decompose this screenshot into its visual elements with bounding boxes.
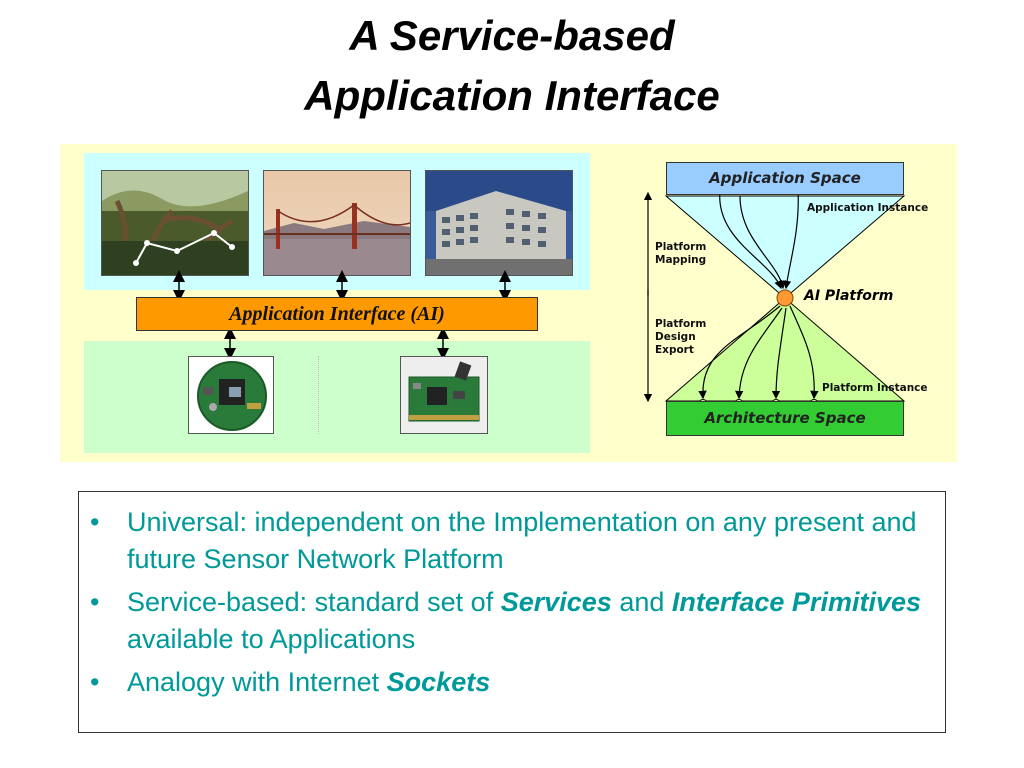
interface-primitives-emphasis: Interface Primitives: [671, 587, 921, 617]
application-interface-bar: Application Interface (AI): [136, 297, 538, 331]
slide-title-line1: A Service-based: [349, 12, 675, 59]
services-emphasis: Services: [500, 587, 612, 617]
application-instance-label: Application Instance: [807, 202, 929, 214]
bullet-universal: Universal: independent on the Implementa…: [90, 504, 935, 578]
golden-gate-bridge-photo: [263, 170, 411, 276]
bullet-list-box: Universal: independent on the Implementa…: [78, 491, 946, 733]
board-separator: [276, 356, 319, 434]
slide-title-line2: Application Interface: [304, 72, 720, 119]
architecture-space-box: Architecture Space: [666, 401, 904, 436]
sockets-emphasis: Sockets: [386, 667, 491, 697]
platform-instance-label: Platform Instance: [822, 382, 928, 394]
bullet-analogy: Analogy with Internet Sockets: [90, 664, 935, 701]
platform-mapping-label: Platform Mapping: [655, 241, 707, 266]
platform-design-export-label: Platform Design Export: [655, 318, 707, 356]
office-building-photo: [425, 170, 573, 276]
rectangular-sensor-node-board: [400, 356, 488, 434]
application-space-box: Application Space: [666, 162, 904, 195]
bullet-service-based: Service-based: standard set of Services …: [90, 584, 935, 658]
platforms-area: [84, 341, 590, 453]
bullet-list: Universal: independent on the Implementa…: [79, 492, 945, 701]
round-sensor-node-board: [188, 356, 274, 434]
forest-photo: [101, 170, 249, 276]
ai-platform-label: AI Platform: [804, 288, 894, 304]
